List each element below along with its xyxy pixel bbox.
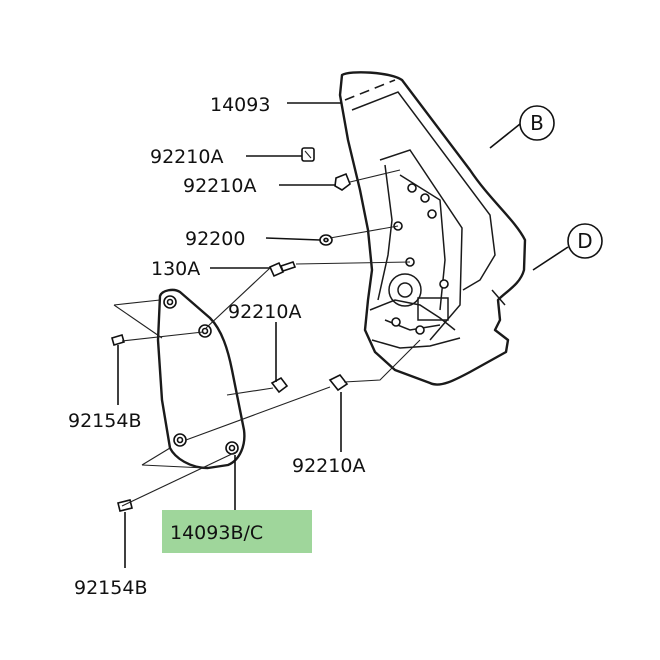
assembly-lines	[121, 169, 421, 507]
callout-main-cover: 14093	[210, 94, 270, 116]
screw-upper-hardware	[111, 334, 125, 346]
callout-clip-top-1: 92210A	[150, 146, 223, 168]
callout-bolt: 130A	[151, 258, 200, 280]
washer-hardware	[319, 234, 333, 246]
callout-washer: 92200	[185, 228, 245, 250]
callout-clip-mid: 92210A	[228, 301, 301, 323]
clip-lower-hardware	[328, 373, 349, 392]
bolt-hardware	[268, 261, 297, 278]
callout-side-cover: 14093B/C	[170, 522, 263, 544]
side-cover-highlight	[162, 510, 312, 553]
side-cover-part	[113, 288, 246, 470]
ref-d-label: D	[577, 229, 592, 253]
leader-lines	[117, 102, 569, 568]
callout-clip-lower: 92210A	[292, 455, 365, 477]
callout-clip-top-2: 92210A	[183, 175, 256, 197]
callout-screw-lower: 92154B	[74, 577, 147, 599]
clip-mid-hardware	[270, 376, 289, 394]
main-cover-part	[338, 71, 527, 386]
callout-screw-upper: 92154B	[68, 410, 141, 432]
ref-b-callout: B	[519, 105, 555, 141]
ref-b-label: B	[530, 111, 544, 135]
clip-top-1-hardware	[301, 147, 315, 162]
ref-d-callout: D	[567, 223, 603, 259]
clip-top-2-hardware	[334, 172, 351, 191]
